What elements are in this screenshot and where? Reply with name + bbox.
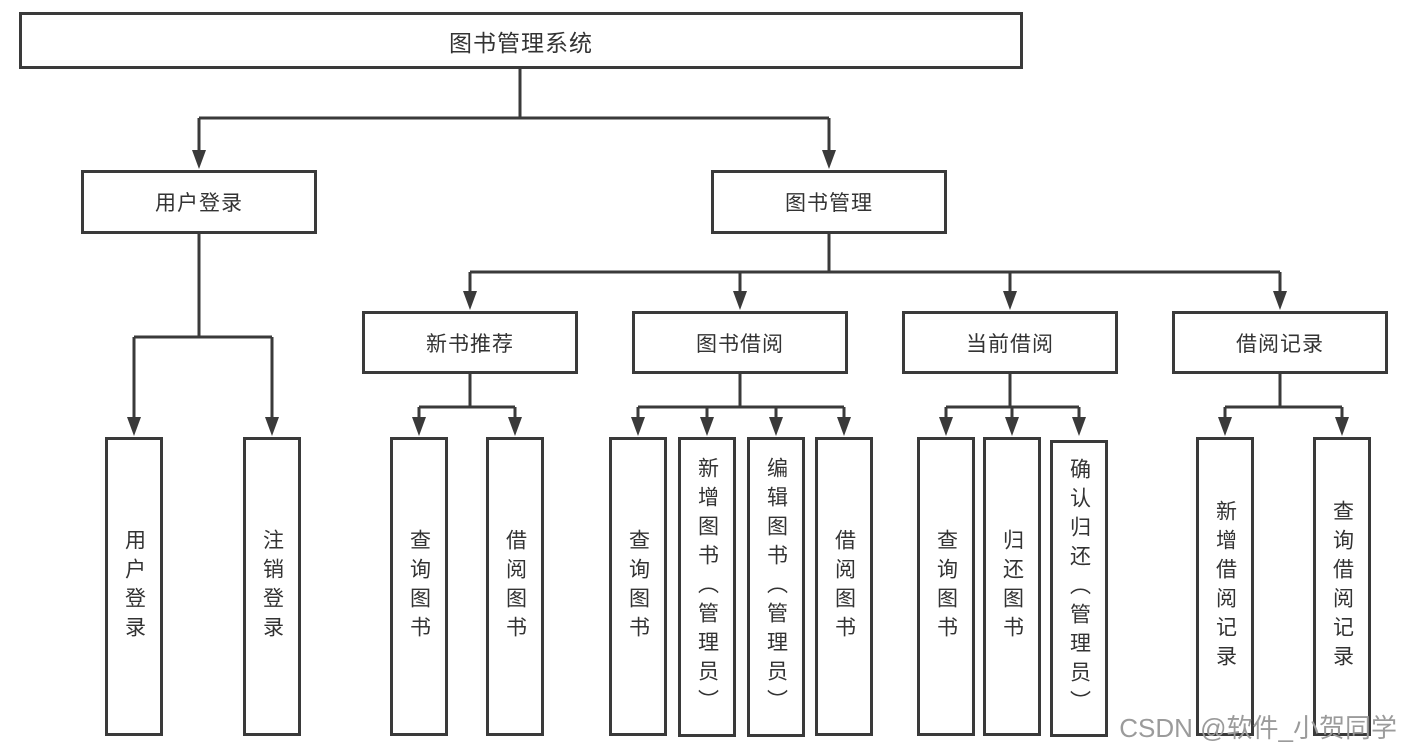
watermark: CSDN @软件_小贺同学 — [1119, 713, 1397, 743]
leaf-add-borrow-record-label: 新增借阅记录 — [1213, 499, 1237, 674]
node-borrow-record-label: 借阅记录 — [1236, 332, 1324, 356]
leaf-return-book-label: 归还图书 — [1000, 528, 1024, 645]
arrowhead-icons — [127, 150, 1349, 436]
leaf-edit-book-admin-label: 编辑图书（管理员） — [764, 456, 788, 718]
leaf-confirm-return-admin-label: 确认归还（管理员） — [1067, 458, 1091, 719]
leaf-query-books-recommend: 查询图书 — [390, 437, 448, 736]
node-new-book-recommend-label: 新书推荐 — [426, 332, 514, 356]
leaf-add-book-admin: 新增图书（管理员） — [678, 437, 736, 737]
leaf-borrow-books-borrow-label: 借阅图书 — [832, 528, 856, 645]
leaf-query-books-current: 查询图书 — [917, 437, 975, 736]
leaf-query-books-borrow: 查询图书 — [609, 437, 667, 736]
node-book-management-label: 图书管理 — [785, 192, 873, 215]
leaf-query-borrow-record-label: 查询借阅记录 — [1330, 499, 1354, 674]
leaf-user-login-label: 用户登录 — [122, 528, 146, 645]
node-new-book-recommend: 新书推荐 — [362, 311, 578, 374]
leaf-return-book: 归还图书 — [983, 437, 1041, 736]
leaf-borrow-books-recommend: 借阅图书 — [486, 437, 544, 736]
leaf-borrow-books-borrow: 借阅图书 — [815, 437, 873, 736]
node-root-label: 图书管理系统 — [449, 29, 593, 56]
node-book-borrow: 图书借阅 — [632, 311, 848, 374]
node-current-borrow-label: 当前借阅 — [966, 332, 1054, 356]
node-user-login-label: 用户登录 — [155, 192, 243, 215]
leaf-query-books-borrow-label: 查询图书 — [626, 528, 650, 645]
leaf-add-borrow-record: 新增借阅记录 — [1196, 437, 1254, 736]
leaf-query-books-recommend-label: 查询图书 — [407, 528, 431, 645]
leaf-query-borrow-record: 查询借阅记录 — [1313, 437, 1371, 736]
leaf-edit-book-admin: 编辑图书（管理员） — [747, 437, 805, 737]
node-book-management: 图书管理 — [711, 170, 947, 234]
leaf-logout: 注销登录 — [243, 437, 301, 736]
leaf-confirm-return-admin: 确认归还（管理员） — [1050, 440, 1108, 737]
connector-wires — [132, 69, 1344, 421]
leaf-add-book-admin-label: 新增图书（管理员） — [695, 456, 719, 718]
leaf-user-login: 用户登录 — [105, 437, 163, 736]
node-borrow-record: 借阅记录 — [1172, 311, 1388, 374]
node-root: 图书管理系统 — [19, 12, 1023, 69]
leaf-query-books-current-label: 查询图书 — [934, 528, 958, 645]
node-current-borrow: 当前借阅 — [902, 311, 1118, 374]
node-user-login: 用户登录 — [81, 170, 317, 234]
leaf-borrow-books-recommend-label: 借阅图书 — [503, 528, 527, 645]
node-book-borrow-label: 图书借阅 — [696, 332, 784, 356]
leaf-logout-label: 注销登录 — [260, 528, 284, 645]
